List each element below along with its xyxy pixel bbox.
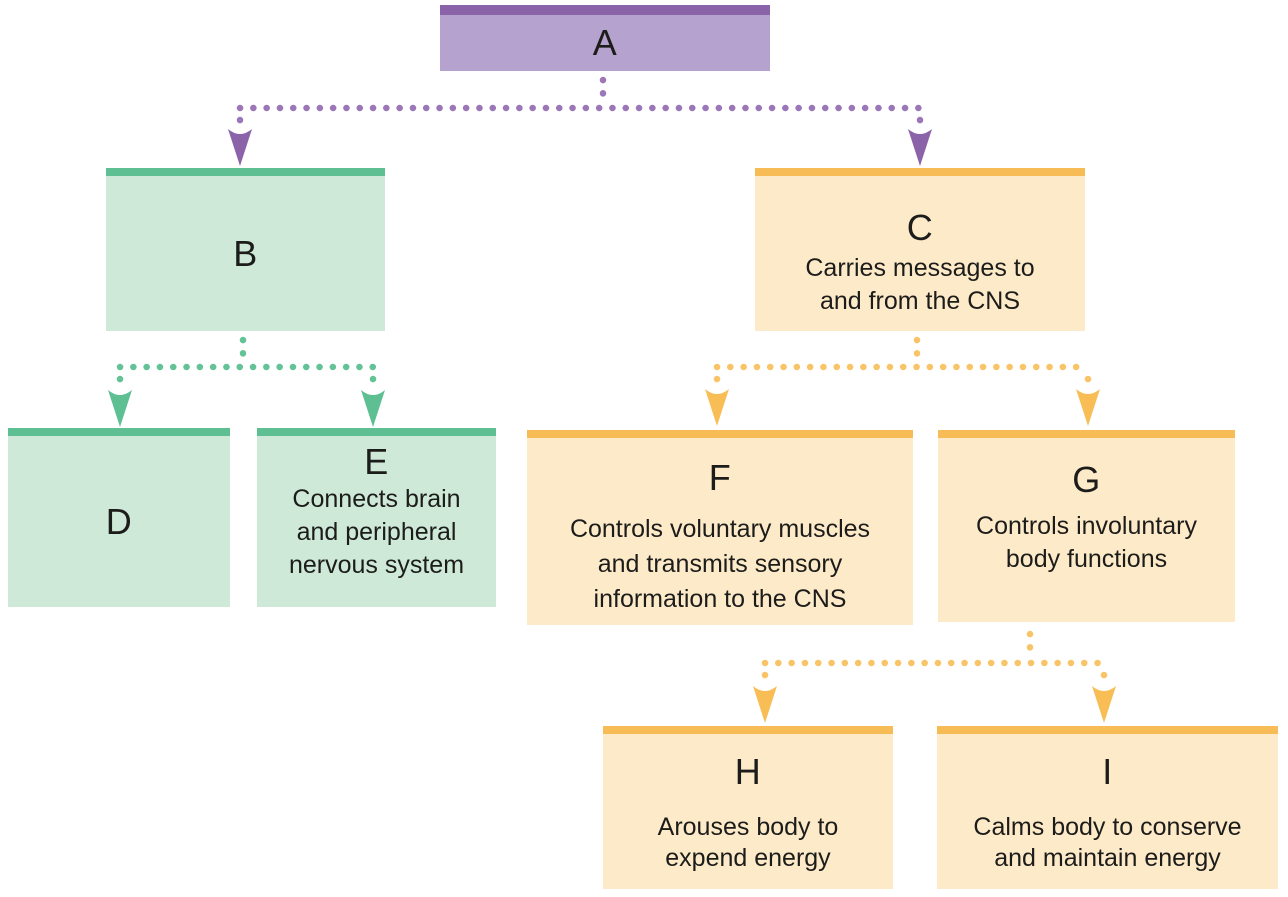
node-g-label: G — [1072, 459, 1101, 500]
node-d: D — [8, 428, 230, 607]
arrowhead-icon-to-h — [753, 686, 777, 723]
node-h-description: Arouses body to expend energy — [657, 813, 839, 872]
node-d-label: D — [105, 500, 133, 542]
arrowhead-icon-to-g — [1076, 389, 1100, 426]
node-i-description: Calms body to conserve and maintain ener… — [973, 813, 1242, 872]
node-c-description: Carries messages to and from the CNS — [805, 254, 1035, 315]
node-e: E Connects brain and peripheral nervous … — [257, 428, 496, 607]
arrowhead-icon-to-c — [908, 129, 932, 166]
node-f-label: F — [708, 457, 732, 498]
node-b-label: B — [233, 232, 258, 274]
connector-c-to-f-g — [713, 336, 1092, 389]
arrowhead-icon-to-d — [108, 390, 132, 427]
connector-g-to-h-i — [761, 630, 1108, 685]
node-g: G Controls involuntary body functions — [938, 430, 1235, 622]
node-c: C Carries messages to and from the CNS — [755, 168, 1085, 331]
connector-b-to-d-e — [116, 336, 377, 389]
node-i: I Calms body to conserve and maintain en… — [937, 726, 1278, 889]
node-c-label: C — [906, 207, 934, 248]
arrowhead-icon-to-b — [228, 129, 252, 166]
node-a-label: A — [592, 22, 618, 63]
arrowhead-icon-to-e — [361, 390, 385, 427]
connector-a-to-b-c — [236, 76, 924, 130]
node-f: F Controls voluntary muscles and transmi… — [527, 430, 913, 625]
node-a: A — [440, 5, 770, 71]
node-h: H Arouses body to expend energy — [603, 726, 893, 889]
arrowhead-icon-to-i — [1092, 686, 1116, 723]
node-g-description: Controls involuntary body functions — [976, 512, 1197, 573]
node-e-description: Connects brain and peripheral nervous sy… — [288, 485, 465, 579]
node-e-label: E — [364, 441, 389, 482]
node-h-label: H — [734, 751, 762, 792]
arrowhead-icon-to-f — [705, 389, 729, 426]
node-i-label: I — [1102, 751, 1113, 792]
node-b: B — [106, 168, 385, 331]
node-f-description: Controls voluntary muscles and transmits… — [569, 515, 871, 613]
